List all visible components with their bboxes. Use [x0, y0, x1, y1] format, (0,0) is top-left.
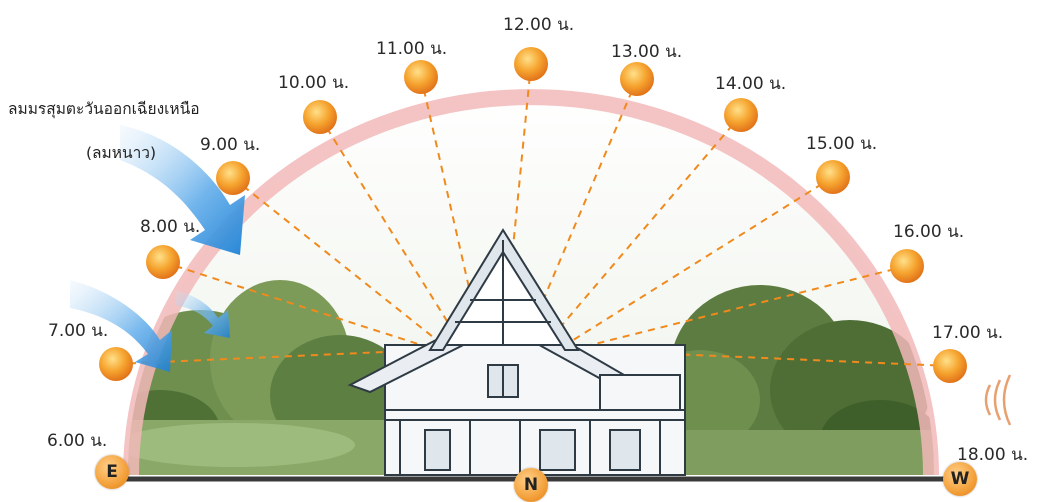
time-label: 12.00 น. [503, 15, 575, 35]
sun-ray [521, 78, 638, 351]
sun-rays [115, 63, 951, 367]
trees-left [128, 280, 428, 475]
time-label: 11.00 น. [376, 39, 448, 59]
wind-arrow-lower [70, 280, 172, 372]
sun-icon [216, 161, 250, 195]
wind-label-line1: ลมมรสุมตะวันออกเฉียงเหนือ [8, 100, 200, 118]
sun-icon [404, 60, 438, 94]
sun-icon [303, 100, 337, 134]
compass-east: E [95, 455, 129, 489]
sun-ray [162, 261, 438, 351]
time-label: 8.00 น. [140, 217, 201, 237]
sun-icon [724, 98, 758, 132]
time-label: 17.00 น. [932, 323, 1004, 343]
time-label: 13.00 น. [611, 42, 683, 62]
sun-icon [816, 160, 850, 194]
wind-label-line2: (ลมหนาว) [86, 144, 157, 162]
sun-ray [556, 176, 834, 351]
time-label: 18.00 น. [957, 445, 1029, 465]
sun-icon [514, 47, 548, 81]
time-label: 16.00 น. [893, 222, 965, 242]
time-label: 14.00 น. [715, 74, 787, 94]
sun-icon [99, 347, 133, 381]
heat-waves-icon [984, 374, 1012, 426]
sun-icon [933, 349, 967, 383]
compass-north: N [514, 468, 548, 502]
sun-icon [890, 249, 924, 283]
sun-ray [570, 265, 908, 351]
time-label: 6.00 น. [47, 431, 108, 451]
sun-ray [319, 116, 466, 351]
time-label: 9.00 น. [200, 135, 261, 155]
time-label: 10.00 น. [278, 73, 350, 93]
wind-arrow-small [175, 290, 230, 338]
time-label: 7.00 น. [48, 321, 109, 341]
compass-west: W [943, 462, 977, 496]
sun-icon [146, 245, 180, 279]
wind-arrow-upper [120, 125, 245, 255]
house [347, 228, 686, 476]
sun-icon [620, 62, 654, 96]
sun-markers [99, 47, 967, 383]
time-label: 15.00 น. [806, 134, 878, 154]
wind-arrows [70, 125, 245, 372]
sun-ray [578, 349, 951, 367]
